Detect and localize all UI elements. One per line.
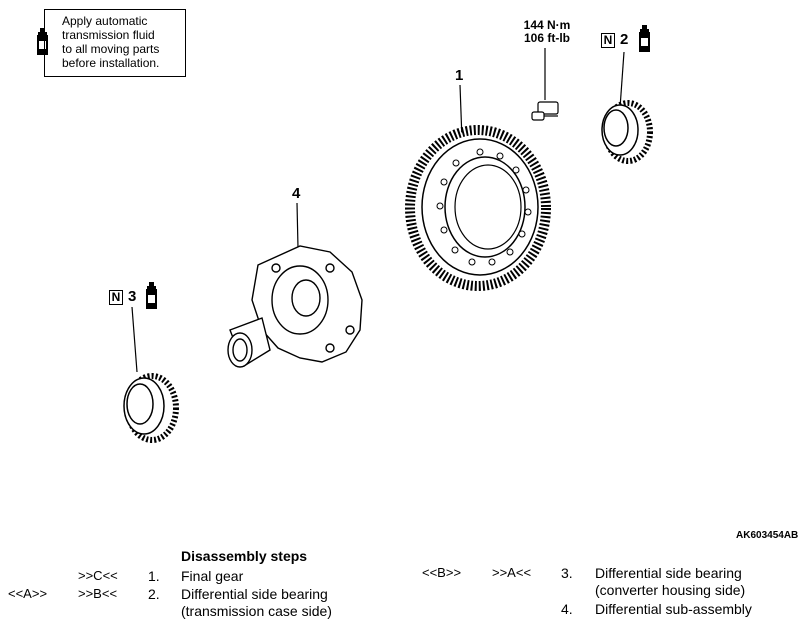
torque-ftlb: 106 ft-lb [523,31,570,45]
step-1-number: 1. [148,568,160,584]
torque-spec: 144 N·m 106 ft-lb [514,19,580,45]
step-4-number: 4. [561,601,573,617]
callout-3: 3 [128,288,137,305]
leader-lines [131,48,625,373]
final-gear-illustration [405,125,551,291]
fluid-note-box [44,9,186,77]
callout-4: 4 [292,185,301,202]
step-2-number: 2. [148,586,160,602]
step-2-install-mark: <<A>> [8,586,48,601]
step-3-text: Differential side bearing (converter hou… [595,565,746,598]
new-part-n-icon: N [109,290,123,305]
bolt-illustration [531,101,559,121]
steps-title: Disassembly steps [181,548,308,564]
new-part-n-icon: N [601,33,615,48]
differential-case-illustration [227,245,363,368]
step-1-text: Final gear [181,568,244,584]
figure-code: AK603454AB [736,530,799,541]
fluid-bottle-icon [639,25,650,52]
step-3-install-mark: <<B>> [422,565,462,580]
step-3-number: 3. [561,565,573,581]
step-2-removal-mark: >>B<< [78,586,118,601]
callout-1: 1 [455,67,464,84]
torque-nm: 144 N·m [523,18,571,32]
bearing-illustration [123,373,179,443]
exploded-view-diagram [37,25,653,443]
step-2-text: Differential side bearing (transmission … [181,586,332,619]
step-1-removal-mark: >>C<< [78,568,118,583]
step-4-text: Differential sub-assembly [595,601,752,617]
bearing-illustration [601,100,653,164]
step-3-removal-mark: >>A<< [492,565,532,580]
callout-2: 2 [620,31,629,48]
fluid-bottle-icon [146,282,157,309]
fluid-bottle-icon [37,28,48,55]
fluid-note-text: Apply automatic transmission fluid to al… [62,14,160,70]
